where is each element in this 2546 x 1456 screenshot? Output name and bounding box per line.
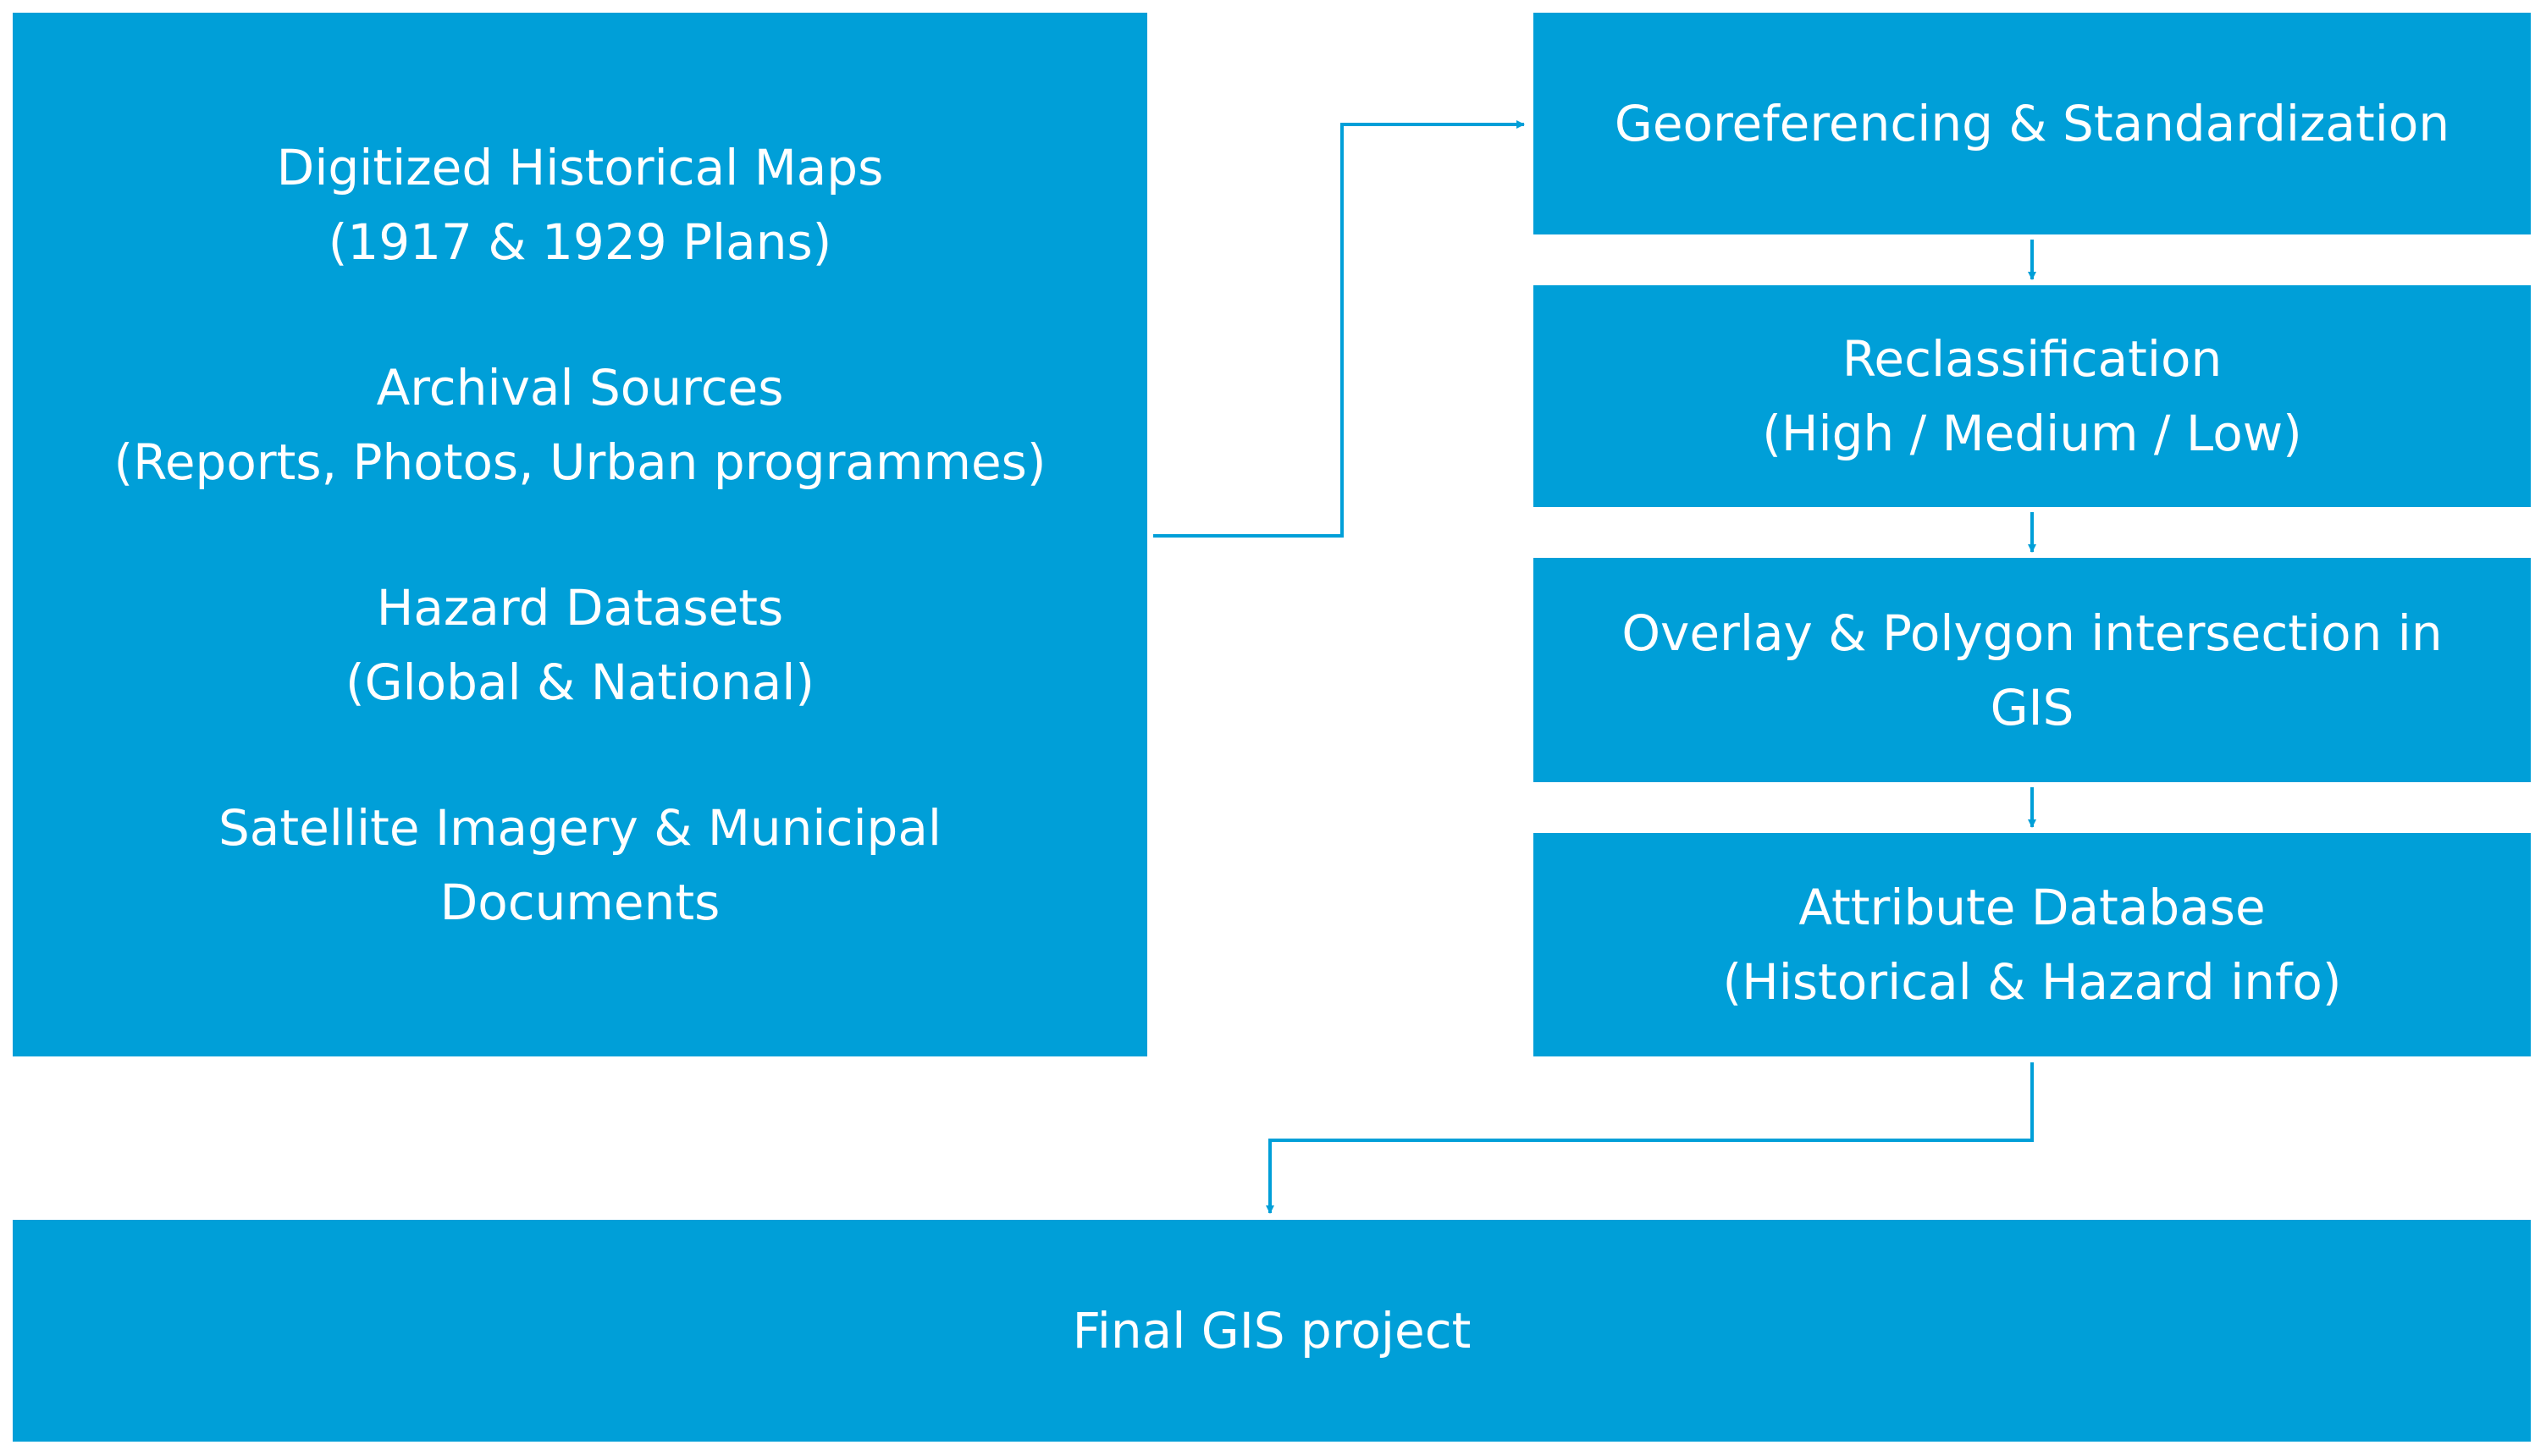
source-detail: (1917 & 1929 Plans) [328, 212, 832, 271]
source-title-continued: Documents [439, 873, 721, 931]
source-group-satellite-imagery: Satellite Imagery & Municipal Documents [218, 791, 942, 940]
georeferencing-step-box: Georeferencing & Standardization [1533, 13, 2531, 234]
source-title: Satellite Imagery & Municipal [218, 798, 942, 857]
attribute-database-step-box: Attribute Database (Historical & Hazard … [1533, 833, 2531, 1056]
step-label: Reclassification [1842, 330, 2223, 388]
source-title: Digitized Historical Maps [276, 138, 884, 196]
step-detail: (High / Medium / Low) [1762, 405, 2302, 462]
reclassification-step-box: Reclassification (High / Medium / Low) [1533, 285, 2531, 507]
source-title: Archival Sources [376, 358, 784, 416]
source-detail: (Global & National) [345, 653, 815, 711]
final-label: Final GIS project [1072, 1302, 1472, 1359]
source-group-historical-maps: Digitized Historical Maps (1917 & 1929 P… [277, 130, 884, 279]
data-sources-box: Digitized Historical Maps (1917 & 1929 P… [13, 13, 1147, 1056]
final-gis-project-box: Final GIS project [13, 1220, 2531, 1442]
source-detail: (Reports, Photos, Urban programmes) [113, 433, 1047, 491]
source-group-archival-sources: Archival Sources (Reports, Photos, Urban… [114, 350, 1047, 499]
step-label: Georeferencing & Standardization [1614, 95, 2450, 152]
step-detail: (Historical & Hazard info) [1722, 953, 2342, 1011]
attribute-database-to-final-arrow [1266, 1062, 2034, 1214]
source-title: Hazard Datasets [376, 578, 784, 637]
step-label: Overlay & Polygon intersection in GIS [1621, 604, 2443, 736]
overlay-step-box: Overlay & Polygon intersection in GIS [1533, 558, 2531, 782]
sources-to-georeferencing-arrow [1153, 120, 1525, 538]
step-label: Attribute Database [1798, 879, 2266, 936]
source-group-hazard-datasets: Hazard Datasets (Global & National) [345, 571, 815, 720]
